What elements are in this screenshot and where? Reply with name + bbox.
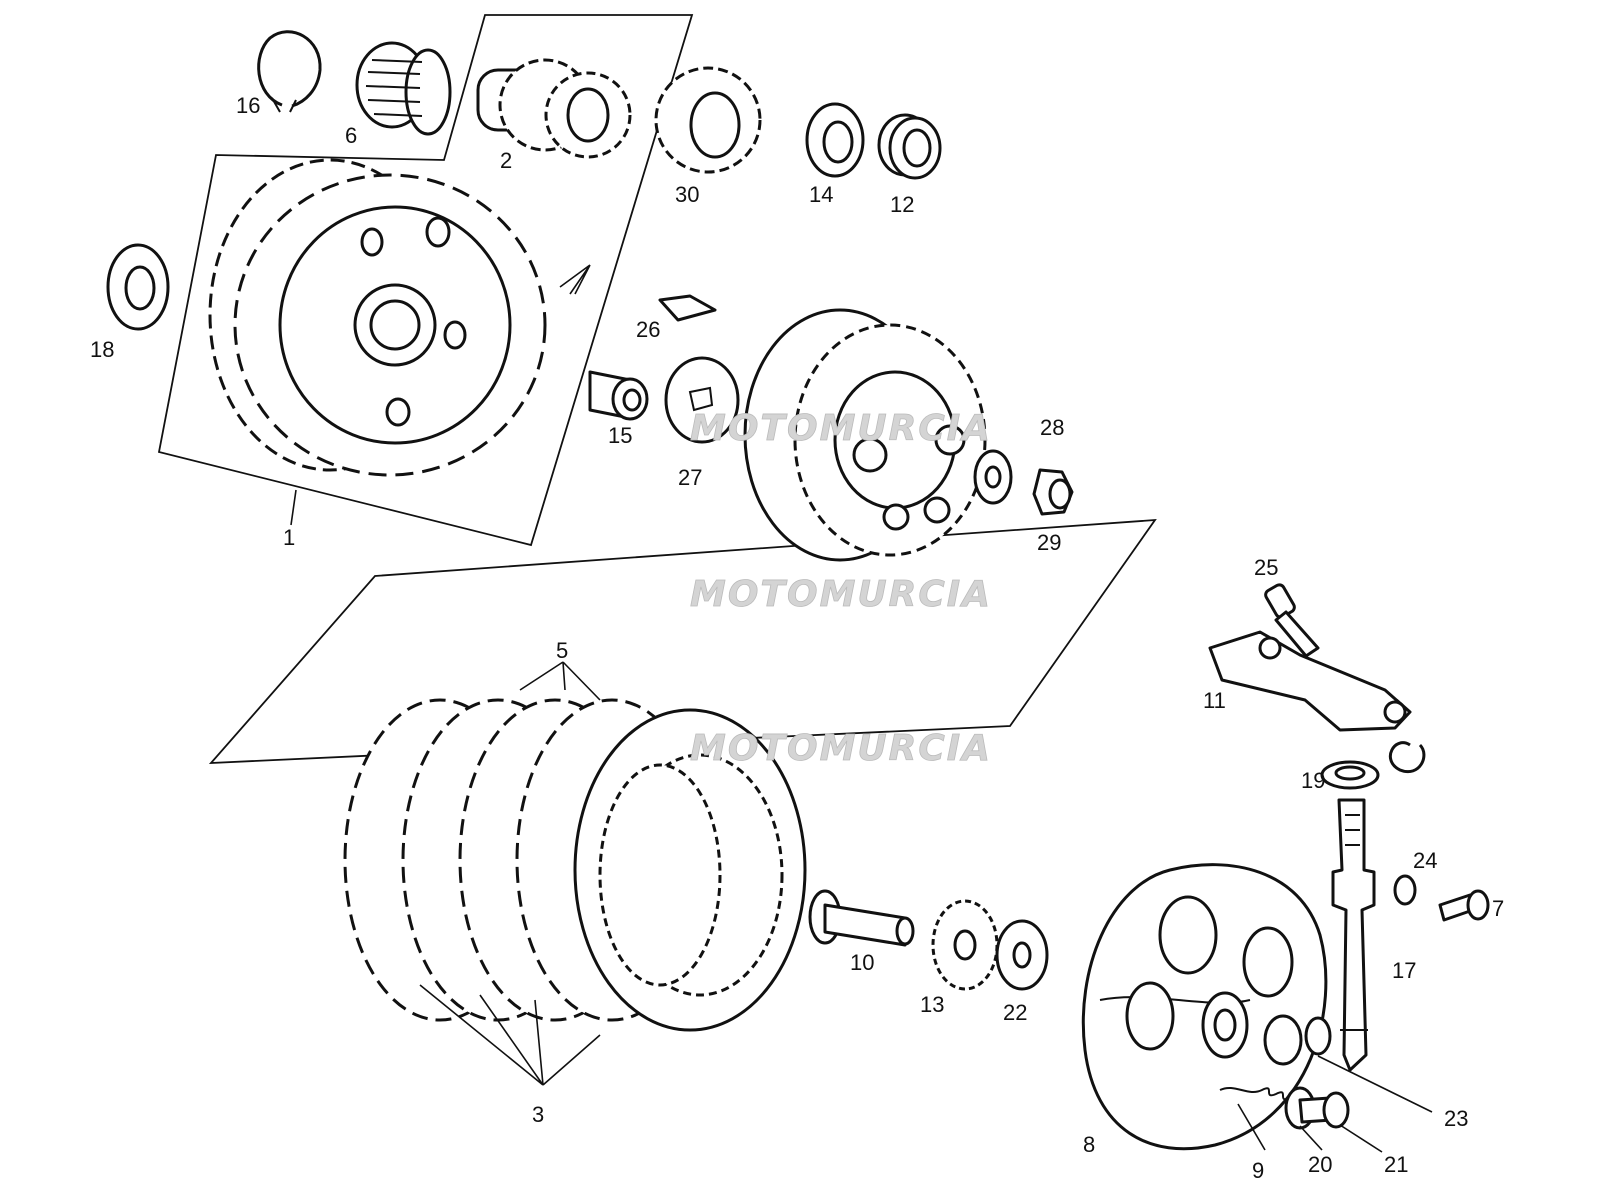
- callout-2: 2: [500, 148, 512, 173]
- callout-30: 30: [675, 182, 699, 207]
- washer-24: [1393, 874, 1417, 906]
- seal-18: [106, 243, 170, 331]
- watermark-3: MOTOMURCIA: [690, 728, 992, 769]
- callout-14: 14: [809, 182, 833, 207]
- callout-1: 1: [283, 525, 295, 550]
- group-frame-bushing: [157, 14, 694, 547]
- callout-7: 7: [1492, 896, 1504, 921]
- callout-29: 29: [1037, 530, 1061, 555]
- arrows-5: [519, 661, 601, 701]
- callout-26: 26: [636, 317, 660, 342]
- callout-27: 27: [678, 465, 702, 490]
- pressure-plate-8: [1081, 863, 1328, 1151]
- callout-25: 25: [1254, 555, 1278, 580]
- callout-24: 24: [1413, 848, 1437, 873]
- gear-2: [476, 58, 632, 159]
- callout-12: 12: [890, 192, 914, 217]
- callout-17: 17: [1392, 958, 1416, 983]
- spacer-15: [588, 370, 649, 421]
- nut-29: [1032, 468, 1074, 516]
- tab-washer-28: [973, 449, 1013, 505]
- callout-28: 28: [1040, 415, 1064, 440]
- clutch-hub: [743, 308, 987, 562]
- washer-22: [995, 919, 1049, 991]
- circlip-16: [257, 30, 322, 113]
- lever-11: [1208, 630, 1412, 732]
- key-26: [658, 294, 717, 322]
- callouts: 1 2 3 5 6 7 8 9 10 11 12 13 14 15 16 17 …: [90, 93, 1504, 1183]
- washer-23b: [1304, 1016, 1332, 1056]
- shaft-17: [1331, 798, 1376, 1072]
- callout-9: 9: [1252, 1158, 1264, 1183]
- watermark-1: MOTOMURCIA: [690, 408, 992, 449]
- clip-11b: [1388, 741, 1426, 774]
- callout-3: 3: [532, 1102, 544, 1127]
- callout-6: 6: [345, 123, 357, 148]
- screw-21: [1298, 1091, 1350, 1129]
- pin-10: [808, 889, 915, 947]
- gear-30: [654, 66, 762, 174]
- callout-18: 18: [90, 337, 114, 362]
- callout-23: 23: [1444, 1106, 1468, 1131]
- seal-19: [1320, 760, 1380, 790]
- callout-20: 20: [1308, 1152, 1332, 1177]
- callout-22: 22: [1003, 1000, 1027, 1025]
- callout-10: 10: [850, 950, 874, 975]
- callout-13: 13: [920, 992, 944, 1017]
- leader-lines: [290, 264, 1433, 1153]
- watermarks: MOTOMURCIA MOTOMURCIA MOTOMURCIA: [690, 408, 992, 770]
- callout-16: 16: [236, 93, 260, 118]
- thrust-bearing-13: [931, 899, 999, 991]
- callout-19: 19: [1301, 768, 1325, 793]
- callout-11: 11: [1203, 688, 1226, 713]
- lock-plate-27: [664, 356, 740, 444]
- callout-21: 21: [1384, 1152, 1408, 1177]
- bearing-12: [877, 113, 942, 180]
- watermark-2: MOTOMURCIA: [690, 574, 992, 615]
- clutch-basket-1: [208, 158, 547, 477]
- bolt-25: [1264, 583, 1320, 658]
- callout-8: 8: [1083, 1132, 1095, 1157]
- callout-5: 5: [556, 638, 568, 663]
- ring-14: [805, 102, 865, 178]
- clutch-plates-stack: [343, 698, 807, 1032]
- callout-15: 15: [608, 423, 632, 448]
- screw-7: [1438, 889, 1490, 922]
- washer-23a: [1263, 1014, 1303, 1066]
- bushing-6: [355, 41, 452, 136]
